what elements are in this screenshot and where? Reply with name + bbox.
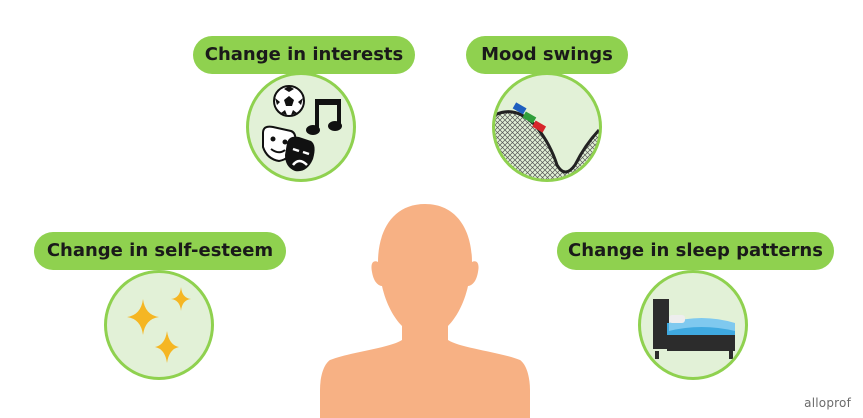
roller-coaster-icon — [495, 102, 599, 179]
person-silhouette — [320, 204, 530, 418]
interests-icons — [262, 85, 342, 172]
sleep-circle — [638, 270, 748, 380]
music-note-icon — [306, 99, 342, 135]
label-self-esteem: Change in self-esteem — [34, 232, 286, 270]
theater-masks-icon — [262, 125, 315, 172]
alloprof-logo: alloprof — [804, 396, 851, 410]
soccer-ball-icon — [273, 85, 305, 117]
label-mood: Mood swings — [466, 36, 628, 74]
interests-circle — [246, 72, 356, 182]
self-esteem-circle — [104, 270, 214, 380]
label-interests: Change in interests — [193, 36, 415, 74]
sparkles-icon — [127, 287, 191, 363]
label-sleep: Change in sleep patterns — [557, 232, 834, 270]
bed-icon — [653, 299, 735, 359]
mood-circle — [492, 72, 602, 182]
